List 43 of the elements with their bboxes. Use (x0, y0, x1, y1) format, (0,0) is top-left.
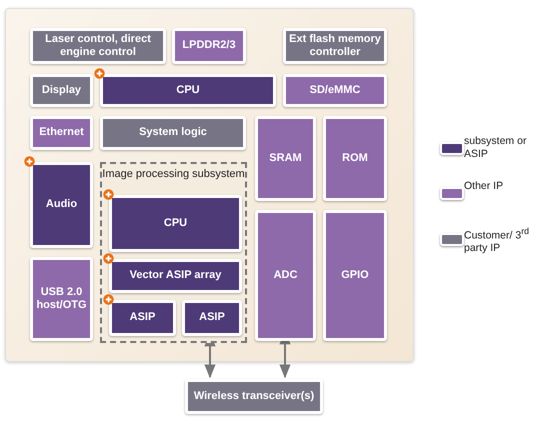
ip-block (30, 162, 93, 248)
block-label: CPU (164, 216, 188, 230)
ip-block (323, 210, 387, 341)
legend-label: Customer/ 3$^{rd}$ party IP (464, 226, 530, 255)
block-label: LPDDR2/3 (182, 39, 236, 53)
ip-block (109, 259, 242, 293)
block-label: ASIP (130, 311, 156, 325)
ip-block (182, 300, 242, 336)
ip-block (100, 116, 246, 150)
ip-block (109, 300, 176, 336)
block-label: System logic (139, 126, 207, 140)
ip-block (30, 257, 93, 341)
ip-block (323, 116, 387, 201)
ip-block (185, 379, 323, 414)
block-label: Display (42, 84, 82, 98)
block-label: Laser control, direct engine control (44, 32, 152, 60)
block-label: SRAM (269, 152, 302, 166)
ip-block (255, 210, 316, 341)
block-label: SD/eMMC (310, 84, 360, 98)
ip-block (30, 74, 93, 107)
ip-block (30, 28, 166, 64)
block-label: ROM (342, 152, 368, 166)
block-label: Ext flash memory controller (288, 32, 382, 60)
ip-block (30, 116, 93, 150)
ip-block (283, 74, 387, 107)
block-label: GPIO (341, 268, 369, 282)
block-label: Vector ASIP array (130, 269, 222, 283)
legend-label: Other IP (464, 180, 504, 193)
block-label: Ethernet (39, 126, 84, 140)
subsystem-group (100, 162, 247, 343)
block-label: ASIP (199, 311, 225, 325)
ip-block (283, 28, 387, 64)
block-label: Image processing subsystem (102, 168, 245, 182)
block-label: CPU (176, 84, 200, 98)
ip-block (100, 74, 276, 107)
block-label: ADC (274, 268, 298, 282)
block-label: USB 2.0 host/OTG (35, 286, 88, 312)
ip-block (172, 28, 246, 64)
block-label: Wireless transceiver(s) (194, 390, 314, 404)
legend-label: subsystem or ASIP (464, 135, 528, 160)
block-label: Audio (46, 198, 78, 212)
ip-block (255, 116, 316, 201)
ip-block (109, 195, 242, 252)
